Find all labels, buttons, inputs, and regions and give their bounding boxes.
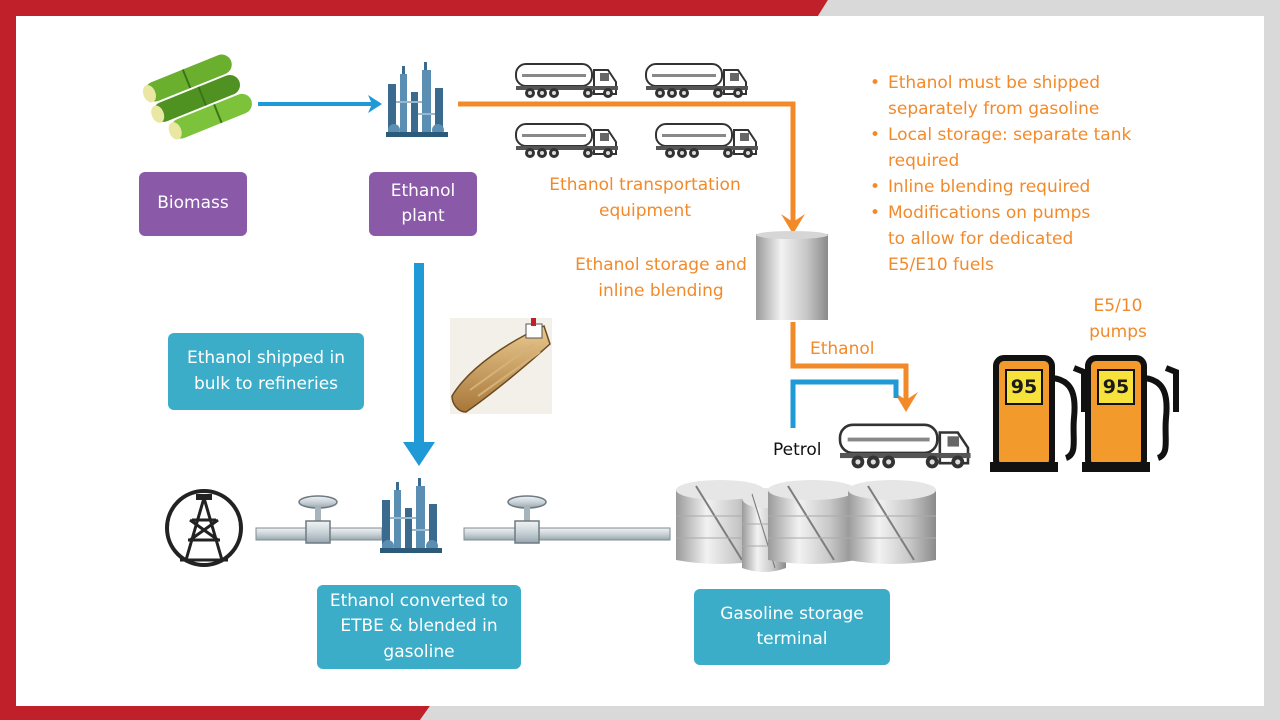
petrol-label: Petrol [773,440,822,460]
ethanol-flow-label: Ethanol [810,339,875,359]
ethanol-plant-label: Ethanol plant [390,180,456,227]
storage-tank-icon [756,231,828,320]
note-item: Ethanol must be shipped separately from … [868,70,1131,122]
ethanol-plant-icon [385,61,449,138]
pump-number: 95 [1010,376,1038,398]
oil-rig-icon [165,489,243,567]
note-item: Local storage: separate tank required [868,122,1131,174]
tanker-truck-icon [515,63,619,99]
gasoline-tank-icon [847,479,937,565]
tanker-truck-icon [655,123,759,159]
etbe-box: Ethanol converted to ETBE & blended in g… [317,585,521,669]
biomass-box: Biomass [139,172,247,236]
biomass-icon [142,54,252,140]
pumps-label: E5/10 pumps [1089,296,1147,342]
tanker-ship-icon [450,318,552,414]
ethanol-plant-box: Ethanol plant [369,172,477,236]
etbe-label: Ethanol converted to ETBE & blended in g… [329,590,509,662]
tanker-truck-icon [838,423,972,470]
notes-list: Ethanol must be shipped separately from … [868,70,1131,278]
pump-number: 95 [1102,376,1130,398]
shipped-bulk-label: Ethanol shipped in bulk to refineries [187,348,345,394]
tanker-truck-icon [645,63,749,99]
storage-blending-label: Ethanol storage and inline blending [575,255,747,301]
biomass-label: Biomass [157,193,229,214]
note-item: Modifications on pumps to allow for dedi… [868,200,1131,278]
note-item: Inline blending required [868,174,1131,200]
transport-label: Ethanol transportation equipment [549,175,741,221]
gasoline-storage-label: Gasoline storage terminal [720,603,864,650]
gasoline-storage-box: Gasoline storage terminal [694,589,890,665]
refinery-icon [379,477,443,554]
gasoline-tank-icon [767,479,857,565]
tanker-truck-icon [515,123,619,159]
shipped-bulk-box: Ethanol shipped in bulk to refineries [168,333,364,410]
